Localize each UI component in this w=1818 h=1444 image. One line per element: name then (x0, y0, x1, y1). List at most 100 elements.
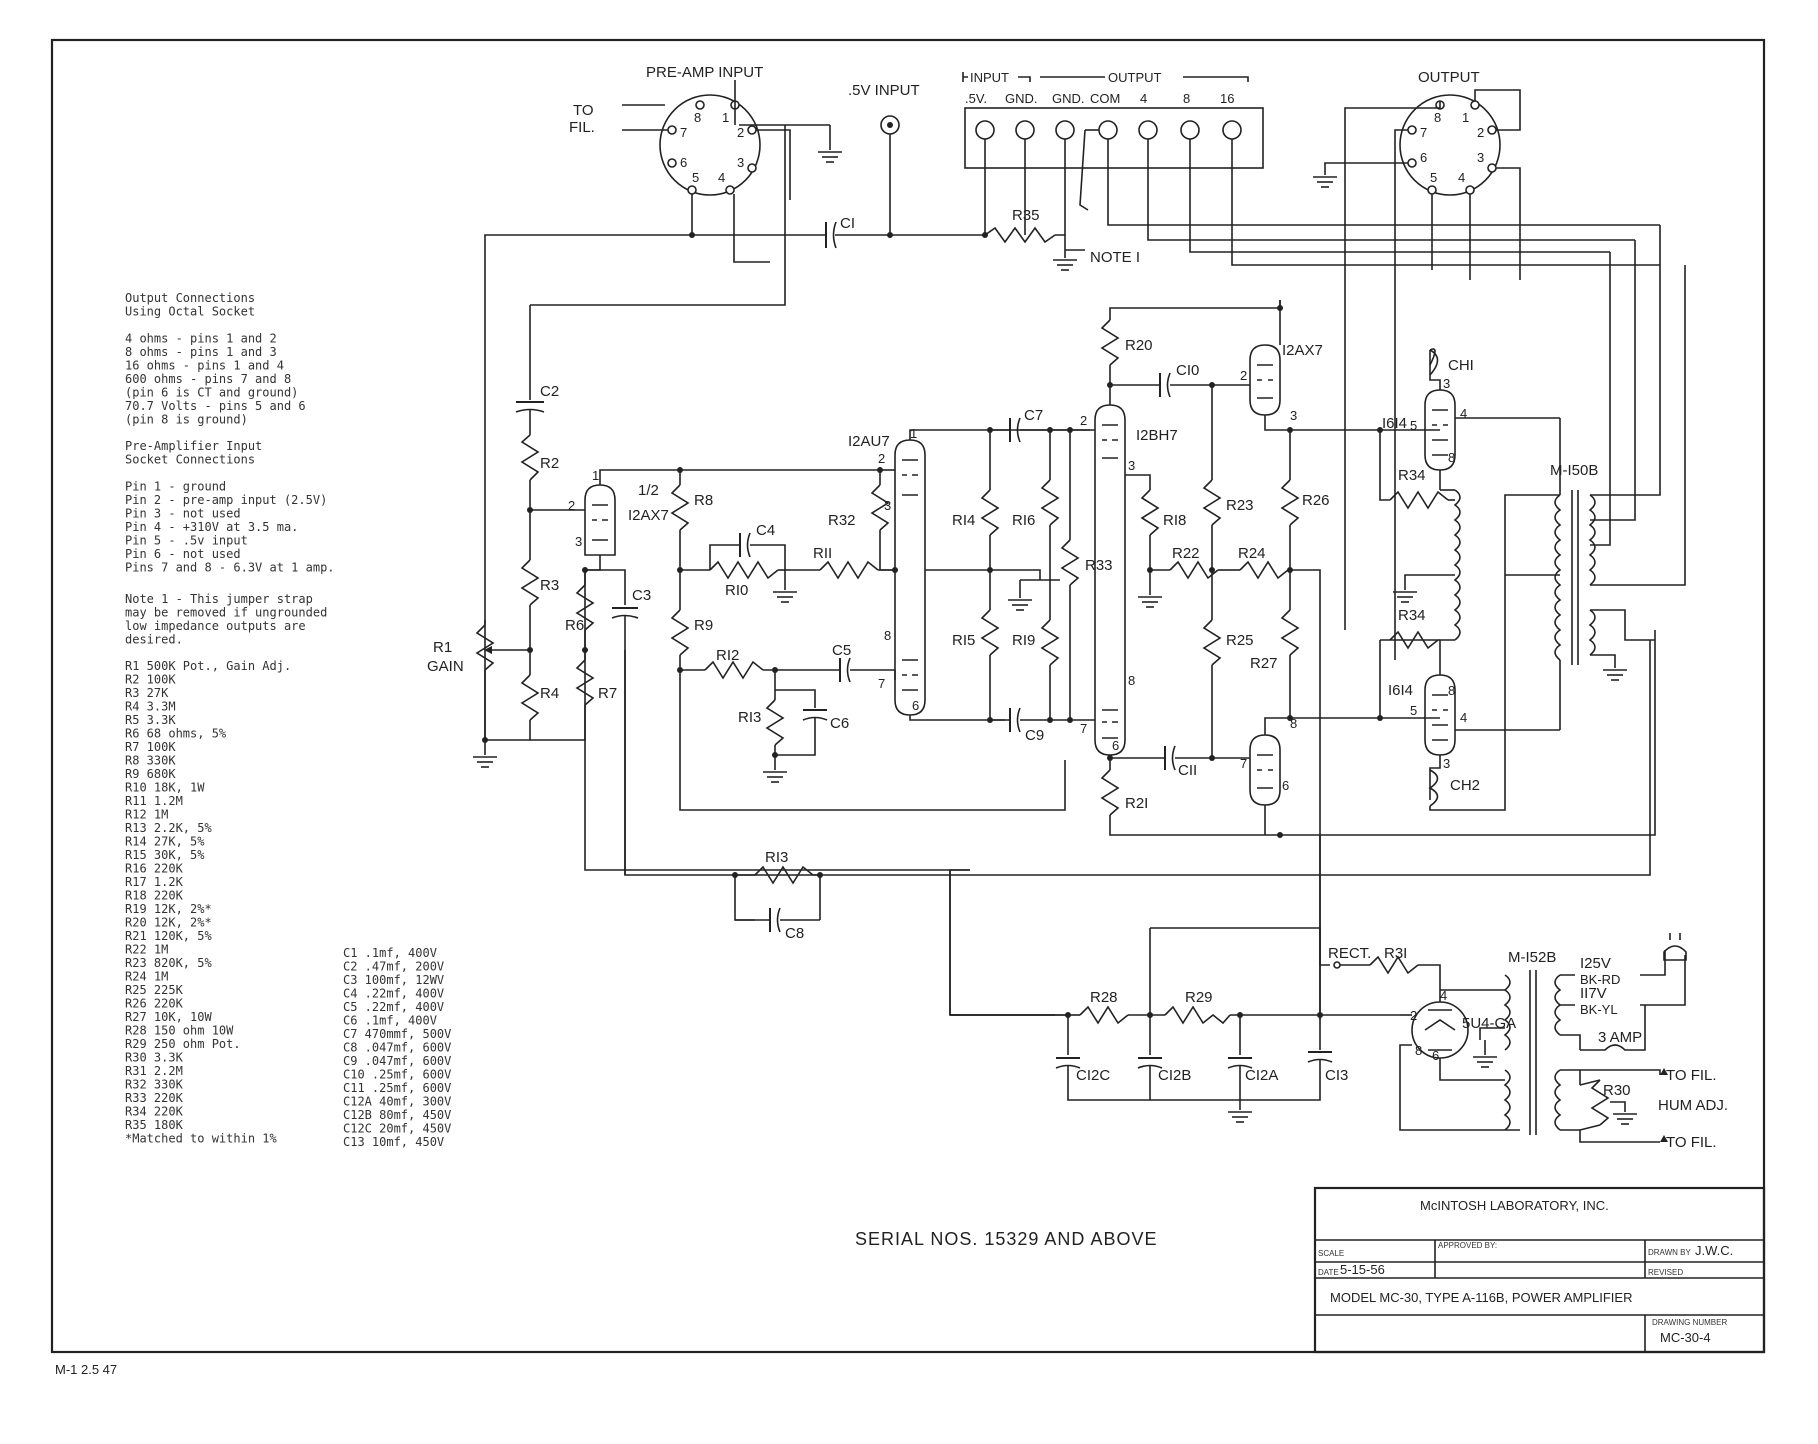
svg-text:6: 6 (680, 155, 687, 170)
c6-label: C6 (830, 715, 849, 732)
preamp-conn-line: Pin 3 - not used (125, 507, 241, 521)
capacitor-value-line: C1 .1mf, 400V (343, 946, 437, 960)
preamp-conn-line: Pins 7 and 8 - 6.3V at 1 amp. (125, 561, 335, 575)
power-transformer-label: M-I52B (1508, 949, 1556, 966)
r32-label: R33 (1085, 557, 1113, 574)
c5-label: C5 (832, 642, 851, 659)
term-gnd1-label: GND. (1005, 91, 1038, 106)
preamp-conn-line: Pin 6 - not used (125, 547, 241, 561)
output-conn-line: (pin 8 is ground) (125, 413, 248, 427)
r26-label: R27 (1250, 655, 1278, 672)
r1-gain-label: GAIN (427, 658, 464, 675)
resistor-value-line: R5 3.3K (125, 713, 176, 727)
resistor-value-line: R31 2.2M (125, 1064, 183, 1078)
svg-text:6: 6 (1112, 738, 1119, 753)
tube-v3-12bh7 (1094, 404, 1126, 756)
tube-v2-label: I2AU7 (848, 433, 890, 450)
output-socket-label: OUTPUT (1418, 69, 1480, 86)
rect-label: RECT. (1328, 945, 1371, 962)
term-16-label: 16 (1220, 91, 1234, 106)
resistor-value-line: R14 27K, 5% (125, 835, 205, 849)
drawn-by-value: J.W.C. (1695, 1243, 1733, 1258)
r12-label: RI3 (738, 709, 761, 726)
preamp-input-label: PRE-AMP INPUT (646, 64, 763, 81)
term-4-label: 4 (1140, 91, 1147, 106)
resistor-value-line: R19 12K, 2%* (125, 902, 212, 916)
svg-text:4: 4 (1440, 988, 1447, 1003)
resistor-value-line: R26 220K (125, 997, 184, 1011)
r20-label: R2I (1125, 795, 1148, 812)
date-value: 5-15-56 (1340, 1262, 1385, 1277)
svg-text:8: 8 (1448, 683, 1455, 698)
svg-text:7: 7 (1080, 721, 1087, 736)
drawing-border (50, 38, 1766, 1354)
c7-label: C8 (785, 925, 804, 942)
r34-label-text: R34 (1398, 607, 1426, 624)
terminal-input-header: INPUT (970, 70, 1009, 85)
serial-numbers-note: SERIAL NOS. 15329 AND ABOVE (855, 1229, 1157, 1249)
v125-label: I25V (1580, 955, 1611, 972)
svg-text:1: 1 (722, 110, 729, 125)
power-transformer-m152b (1503, 970, 1562, 1135)
c12c-label: CI2C (1076, 1067, 1110, 1084)
svg-text:6: 6 (1282, 778, 1289, 793)
output-conn-line: 600 ohms - pins 7 and 8 (125, 372, 291, 386)
r15-label: RI5 (952, 632, 975, 649)
resistor-value-line: R9 680K (125, 767, 176, 781)
r17-label: RI8 (1163, 512, 1186, 529)
output-conn-line: (pin 6 is CT and ground) (125, 386, 298, 400)
resistor-value-line: R33 220K (125, 1091, 184, 1105)
resistor-value-line: R7 100K (125, 740, 176, 754)
output-terminal-strip (964, 107, 1264, 169)
r23-label: R24 (1238, 545, 1266, 562)
svg-text:6: 6 (912, 698, 919, 713)
r22-label: R23 (1226, 497, 1254, 514)
svg-text:5: 5 (1410, 418, 1417, 433)
svg-text:2: 2 (1240, 368, 1247, 383)
c12a-label: CI2A (1245, 1067, 1278, 1084)
to-fil-a-label: TO FIL. (1666, 1067, 1717, 1084)
output-conn-line: 4 ohms - pins 1 and 2 (125, 332, 277, 346)
c9-label: C9 (1025, 727, 1044, 744)
svg-text:3: 3 (884, 498, 891, 513)
svg-text:5: 5 (1410, 703, 1417, 718)
tube-v3-label: I2BH7 (1136, 427, 1178, 444)
resistor-value-line: R8 330K (125, 754, 176, 768)
svg-text:8: 8 (1128, 673, 1135, 688)
capacitor-value-line: C13 10mf, 450V (343, 1135, 444, 1149)
resistor-value-line: R13 2.2K, 5% (125, 821, 212, 835)
c8-label: C7 (1024, 407, 1043, 424)
to-fil-b-label: TO FIL. (1666, 1134, 1717, 1151)
c4-label: C4 (756, 522, 775, 539)
c13-label: CI3 (1325, 1067, 1348, 1084)
tube-v5-label: I6I4 (1382, 415, 1407, 432)
c3-label: C3 (632, 587, 651, 604)
resistor-value-line: R22 1M (125, 943, 168, 957)
footer-code: M-1 2.5 47 (55, 1362, 117, 1377)
term-gnd2-label: GND. (1052, 91, 1085, 106)
svg-text:4: 4 (718, 170, 725, 185)
r24-label: R25 (1226, 632, 1254, 649)
svg-text:7: 7 (680, 125, 687, 140)
svg-text:3: 3 (1443, 756, 1450, 771)
r14-label: RI4 (952, 512, 975, 529)
resistor-value-line: R10 18K, 1W (125, 781, 205, 795)
svg-text:8: 8 (884, 628, 891, 643)
svg-text:6: 6 (1420, 150, 1427, 165)
tube-v5-1614 (1424, 389, 1456, 471)
hum-adj-label: HUM ADJ. (1658, 1097, 1728, 1114)
capacitor-value-line: C11 .25mf, 600V (343, 1081, 451, 1095)
bkyl-label: BK-YL (1580, 1002, 1618, 1017)
capacitor-value-line: C8 .047mf, 600V (343, 1041, 451, 1055)
resistor-value-line: R30 3.3K (125, 1051, 184, 1065)
r8-label: R9 (694, 617, 713, 634)
capacitor-value-line: C5 .22mf, 400V (343, 1000, 444, 1014)
note1-line: low impedance outputs are (125, 619, 306, 633)
approved-by-label: APPROVED BY: (1438, 1241, 1497, 1250)
svg-text:3: 3 (1443, 376, 1450, 391)
preamp-conn-line: Socket Connections (125, 453, 255, 467)
preamp-conn-line: Pin 2 - pre-amp input (2.5V) (125, 493, 327, 507)
